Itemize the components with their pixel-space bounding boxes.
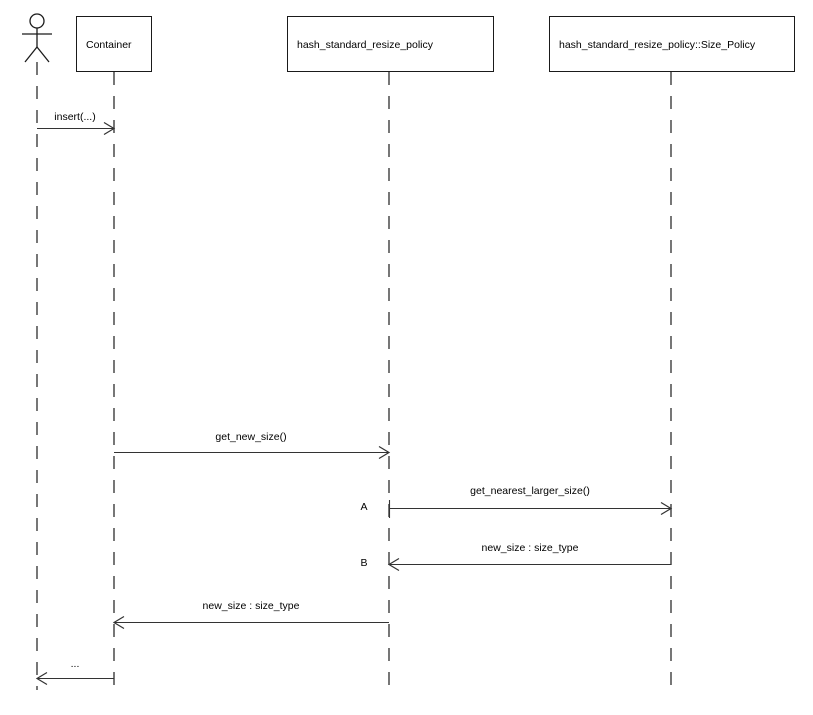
participant-label-container: Container [86,39,132,51]
actor-leg-left-icon [24,46,38,63]
arrowhead-right-icon [378,445,391,460]
anchor-label-a: A [360,501,367,513]
message-label-insert: insert(...) [54,111,95,123]
message-get-nearest-larger-size[interactable]: get_nearest_larger_size() [388,485,673,518]
message-ellipsis-return[interactable]: ... [35,658,114,686]
message-label-ellipsis: ... [71,658,80,670]
arrowhead-right-icon [660,501,673,516]
message-get-new-size[interactable]: get_new_size() [114,431,391,460]
actor-figure[interactable] [22,13,52,63]
participant-box-size-policy[interactable] [549,16,795,72]
arrowhead-right-icon [103,121,116,136]
participant-container[interactable]: Container [76,16,152,72]
message-label-get-new-size: get_new_size() [215,431,286,443]
actor-head-icon [29,13,45,29]
message-new-size-return-inner[interactable]: new_size : size_type [387,542,671,572]
participant-box-container[interactable] [76,16,152,72]
participant-label-size-policy: hash_standard_resize_policy::Size_Policy [559,39,756,51]
participant-box-resize-policy[interactable] [287,16,494,72]
message-label-new-size-inner: new_size : size_type [482,542,579,554]
message-new-size-return-outer[interactable]: new_size : size_type [112,600,389,630]
message-label-new-size-outer: new_size : size_type [203,600,300,612]
participant-label-resize-policy: hash_standard_resize_policy [297,39,434,51]
arrowhead-left-icon [35,671,48,686]
anchor-label-b: B [360,557,367,569]
participant-size-policy[interactable]: hash_standard_resize_policy::Size_Policy [549,16,795,72]
arrowhead-left-icon [387,557,400,572]
actor-leg-right-icon [36,46,50,63]
message-label-get-nearest-larger-size: get_nearest_larger_size() [470,485,590,497]
message-insert[interactable]: insert(...) [37,111,116,136]
participant-resize-policy[interactable]: hash_standard_resize_policy [287,16,494,72]
arrowhead-left-icon [112,615,125,630]
